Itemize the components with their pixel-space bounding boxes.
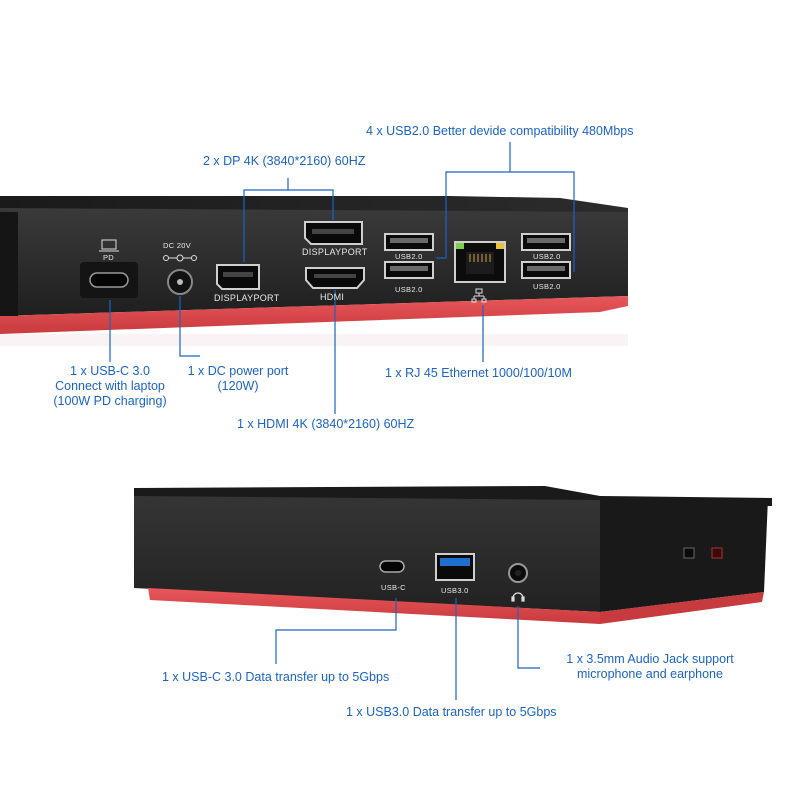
annotation-front-usbc: 1 x USB-C 3.0 Data transfer up to 5Gbps — [162, 670, 390, 684]
network-icon — [471, 288, 487, 303]
ethernet-led-green — [456, 243, 464, 249]
annotation-audio-line2: microphone and earphone — [577, 667, 723, 681]
ethernet-led-yellow — [496, 243, 504, 249]
dock-front-stripe — [148, 588, 600, 624]
dock-side-stripe — [600, 592, 764, 624]
annotation-rj45: 1 x RJ 45 Ethernet 1000/100/10M — [385, 366, 572, 380]
front-usbc-label: USB-C — [381, 583, 406, 592]
dock-front-face — [134, 496, 600, 612]
annotation-usb2: 4 x USB2.0 Better devide compatibility 4… — [366, 124, 634, 138]
dock-rear-stripe — [0, 296, 628, 334]
annotation-usbc-line2: Connect with laptop — [55, 379, 165, 393]
annotation-dp: 2 x DP 4K (3840*2160) 60HZ — [203, 154, 366, 168]
annotation-audio: 1 x 3.5mm Audio Jack support microphone … — [542, 652, 758, 682]
usbc-pd-port — [89, 272, 129, 288]
annotation-hdmi: 1 x HDMI 4K (3840*2160) 60HZ — [237, 417, 415, 431]
side-slot-right — [711, 547, 723, 559]
laptop-icon — [101, 239, 117, 250]
dc-label: DC 20V — [163, 241, 192, 250]
usb2-right-top-label: USB2.0 — [533, 252, 561, 261]
front-usb3-label: USB3.0 — [441, 586, 469, 595]
pd-label: PD — [103, 253, 115, 262]
side-slot-left — [683, 547, 695, 559]
displayport-upper-label: DISPLAYPORT — [302, 247, 368, 257]
annotation-audio-line1: 1 x 3.5mm Audio Jack support — [566, 652, 734, 666]
annotation-usbc-pd: 1 x USB-C 3.0 Connect with laptop (100W … — [48, 364, 172, 409]
dock-rear-body — [0, 208, 628, 316]
annotation-usbc-line3: (100W PD charging) — [53, 394, 167, 408]
usb2-left-top-label: USB2.0 — [395, 252, 423, 261]
annotation-usbc-line1: 1 x USB-C 3.0 — [70, 364, 150, 378]
displayport-lower-label: DISPLAYPORT — [214, 293, 280, 303]
front-usbc-port — [379, 560, 405, 573]
front-leader-lines — [275, 598, 540, 700]
annotation-dc-line1: 1 x DC power port — [187, 364, 289, 378]
usb2-left-bottom-label: USB2.0 — [395, 285, 423, 294]
hdmi-label: HDMI — [320, 292, 345, 302]
annotation-dc-line2: (120W) — [217, 379, 259, 393]
rear-leader-lines — [109, 142, 575, 414]
usb2-right-bottom-label: USB2.0 — [533, 282, 561, 291]
front-usb3-port — [435, 553, 475, 581]
dc-polarity-icon — [163, 254, 197, 262]
annotation-front-usb3: 1 x USB3.0 Data transfer up to 5Gbps — [346, 705, 557, 719]
annotation-dc: 1 x DC power port (120W) — [178, 364, 298, 394]
headset-icon — [511, 592, 525, 602]
